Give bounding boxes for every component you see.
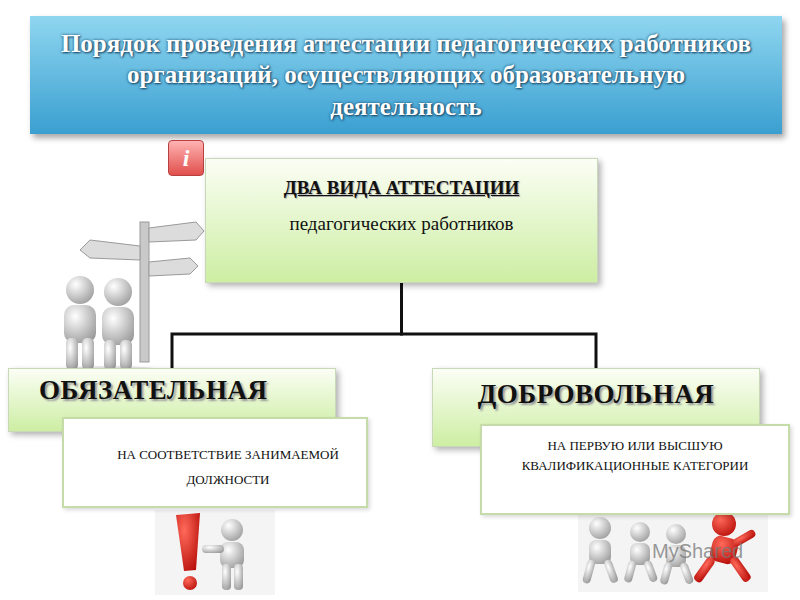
node-text: НА СООТВЕТСТВИЕ ЗАНИМАЕМОЙ ДОЛЖНОСТИ bbox=[98, 443, 358, 492]
connector bbox=[172, 283, 402, 368]
node-text: педагогических работников bbox=[216, 213, 587, 235]
info-letter: i bbox=[183, 145, 190, 172]
watermark: MyShared bbox=[652, 540, 743, 563]
exclamation-figure bbox=[155, 510, 275, 595]
node-text: ДОБРОВОЛЬНАЯ bbox=[443, 379, 749, 410]
detail-box: НА СООТВЕТСТВИЕ ЗАНИМАЕМОЙ ДОЛЖНОСТИ bbox=[62, 417, 368, 508]
detail-box: НА ПЕРВУЮ ИЛИ ВЫСШУЮ КВАЛИФИКАЦИОННЫЕ КА… bbox=[480, 424, 790, 515]
title-text: Порядок проведения аттестации педагогиче… bbox=[54, 28, 758, 122]
node-text: ОБЯЗАТЕЛЬНАЯ bbox=[39, 375, 325, 406]
people-figures bbox=[50, 276, 170, 378]
title-band: Порядок проведения аттестации педагогиче… bbox=[30, 16, 782, 134]
signpost bbox=[80, 222, 204, 362]
node-text: ДВА ВИДА АТТЕСТАЦИИ bbox=[216, 177, 587, 199]
root-box: ДВА ВИДА АТТЕСТАЦИИ педагогических работн… bbox=[205, 158, 598, 283]
connector bbox=[402, 283, 597, 368]
running-figures bbox=[578, 512, 768, 592]
info-icon: i bbox=[168, 140, 204, 176]
node-text: НА ПЕРВУЮ ИЛИ ВЫСШУЮ КВАЛИФИКАЦИОННЫЕ КА… bbox=[495, 436, 775, 475]
